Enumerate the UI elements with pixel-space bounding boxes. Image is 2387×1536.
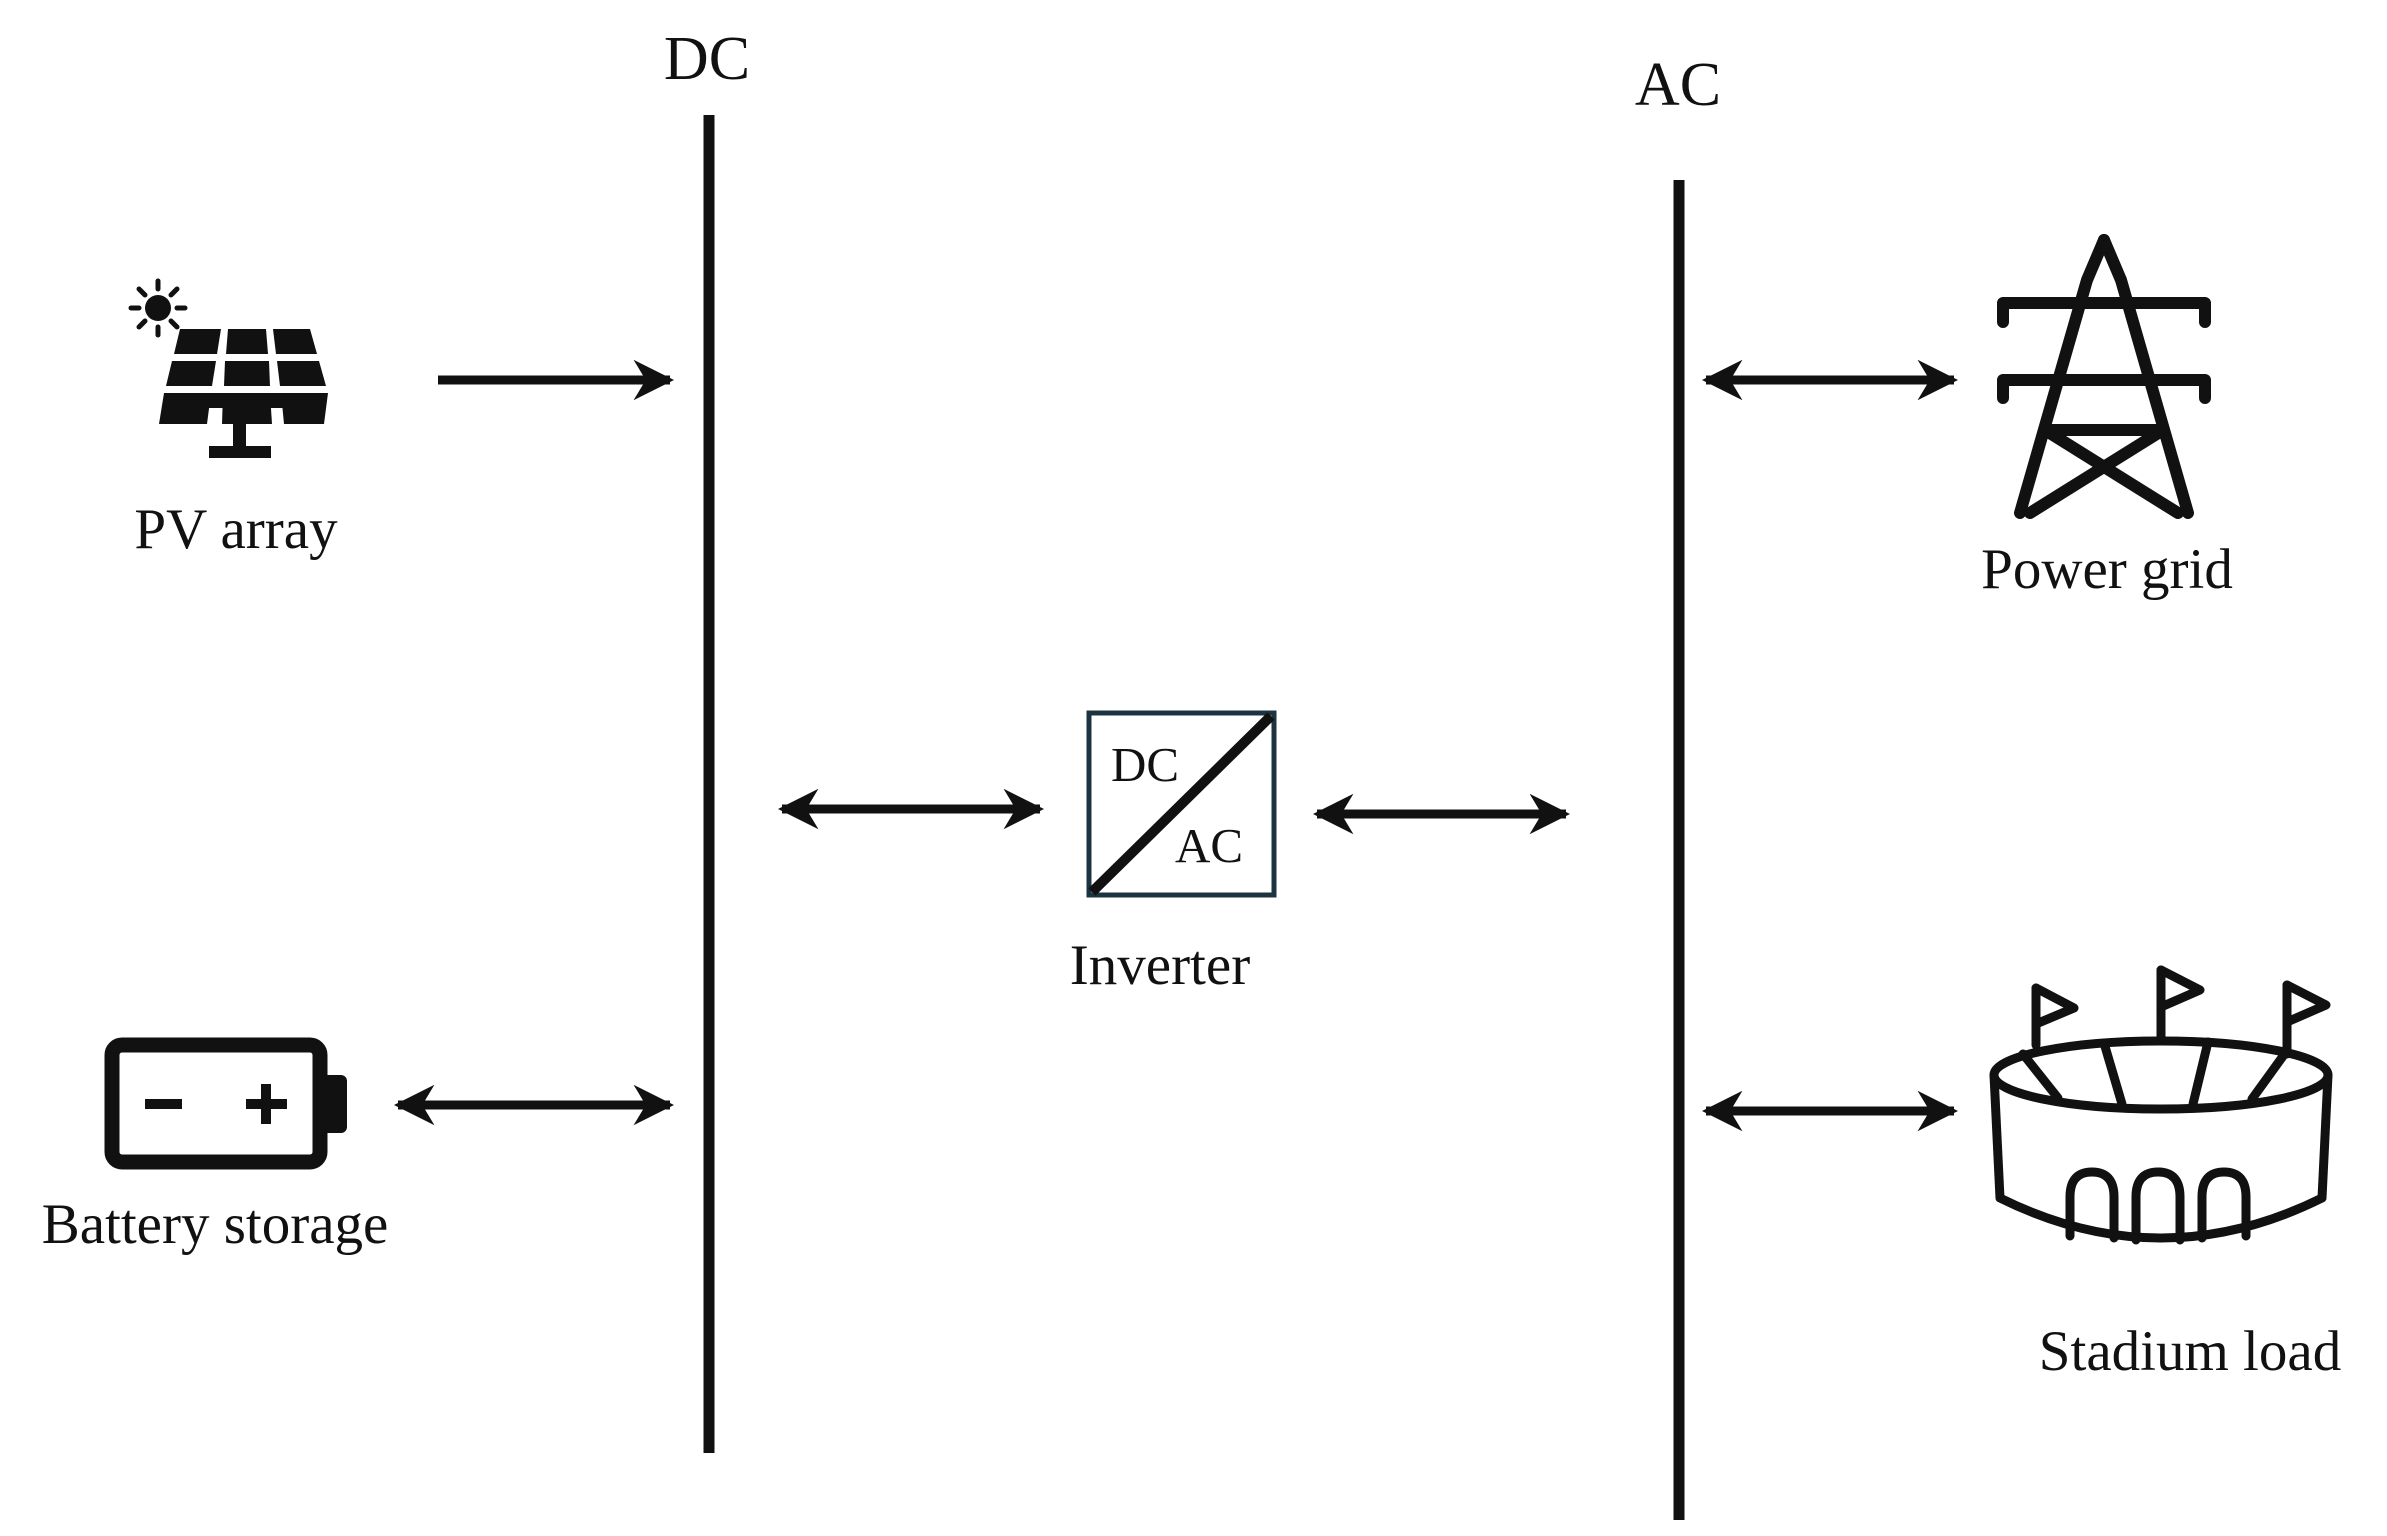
dc-bus-label: DC bbox=[664, 25, 750, 93]
inverter-output-label: AC bbox=[1175, 818, 1243, 873]
solar-panel-icon bbox=[128, 278, 328, 458]
stadium-load: Stadium load bbox=[1989, 965, 2341, 1383]
battery-icon bbox=[104, 1037, 347, 1170]
transmission-tower-icon bbox=[1997, 234, 2211, 519]
battery-storage: Battery storage bbox=[42, 1037, 389, 1256]
battery-storage-label: Battery storage bbox=[42, 1193, 389, 1256]
dc-bus: DC bbox=[664, 25, 750, 1453]
power-grid-label: Power grid bbox=[1981, 538, 2233, 601]
power-grid: Power grid bbox=[1981, 234, 2233, 601]
ac-bus: AC bbox=[1635, 51, 1721, 1520]
pv-array: PV array bbox=[128, 278, 338, 561]
pv-array-label: PV array bbox=[134, 498, 338, 561]
sun-icon bbox=[128, 278, 188, 338]
inverter-input-label: DC bbox=[1111, 737, 1179, 792]
stadium-icon bbox=[1989, 965, 2333, 1245]
stadium-load-label: Stadium load bbox=[2039, 1320, 2341, 1383]
inverter: DC AC Inverter bbox=[1070, 710, 1277, 997]
inverter-label: Inverter bbox=[1070, 934, 1250, 997]
ac-bus-label: AC bbox=[1635, 51, 1721, 119]
connections bbox=[393, 359, 1959, 1132]
